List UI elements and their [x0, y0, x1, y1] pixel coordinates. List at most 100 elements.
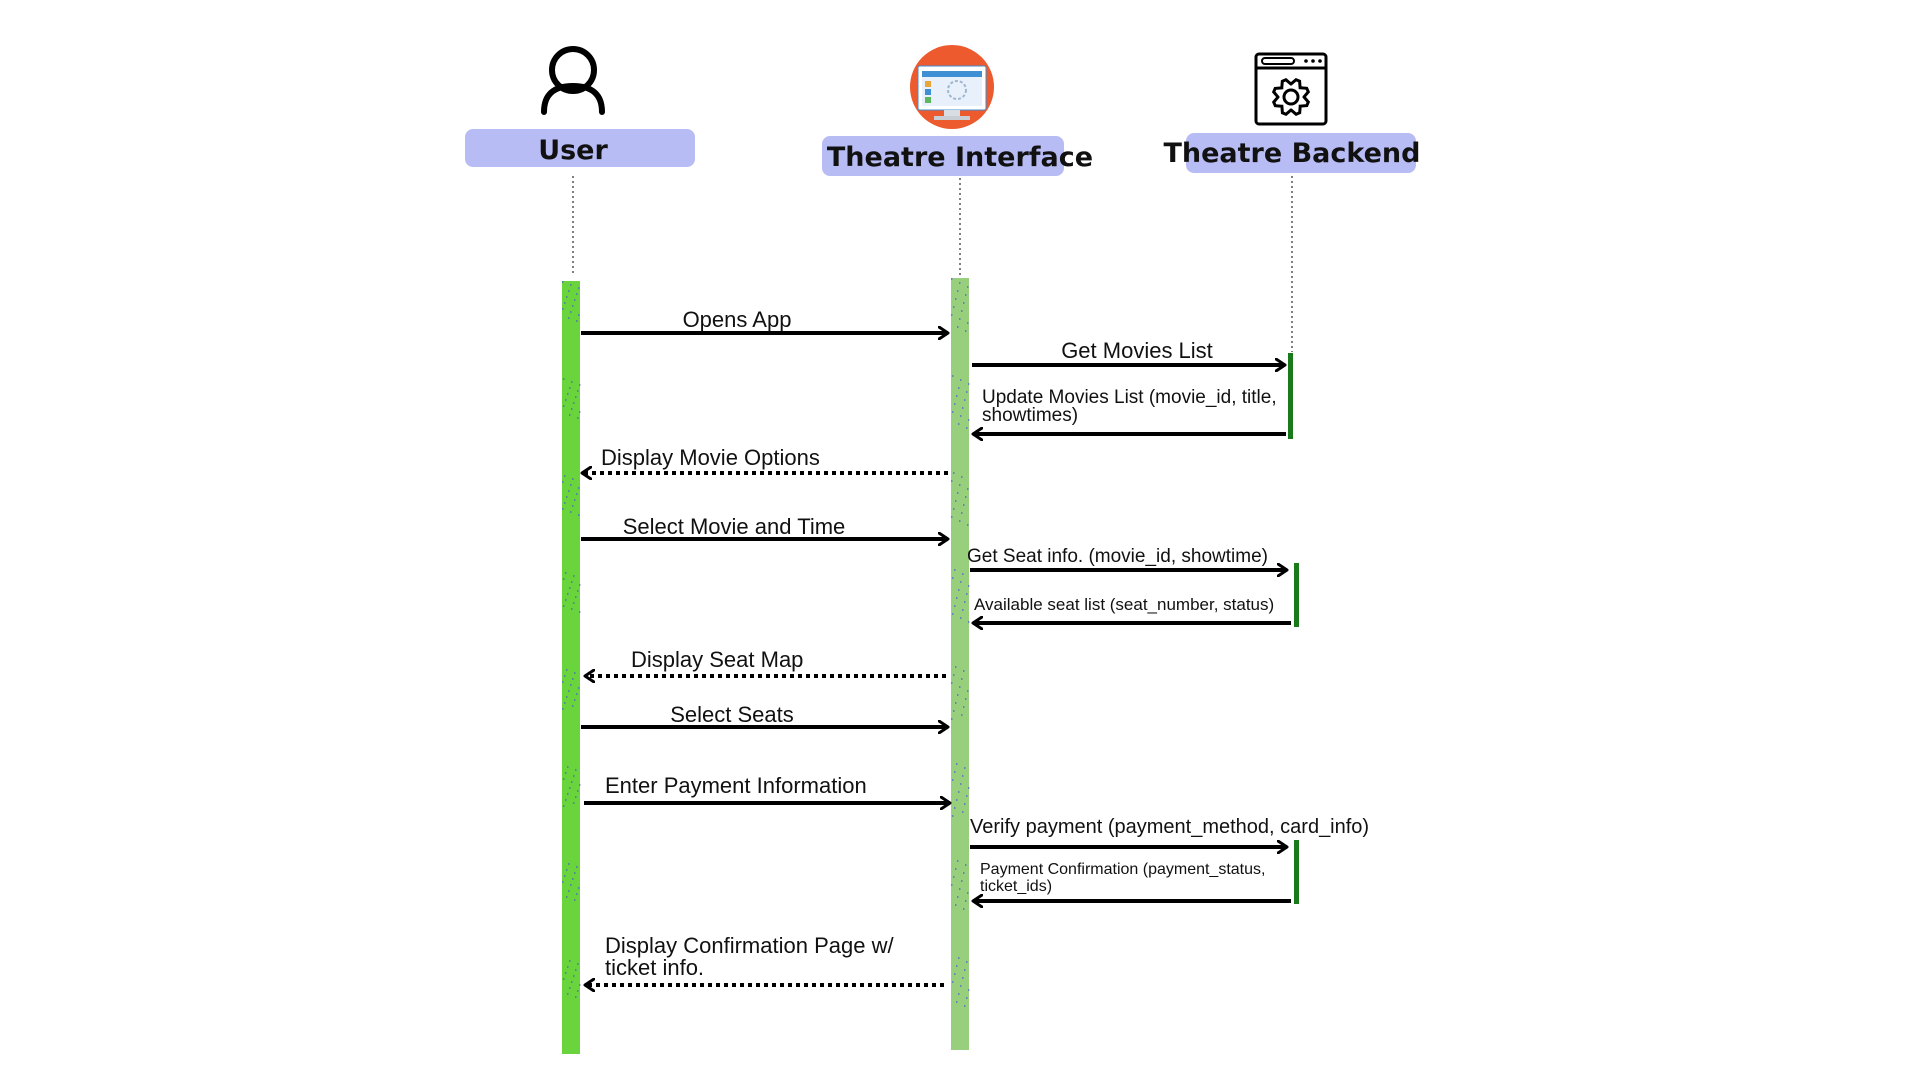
message-label: Get Seat info. (movie_id, showtime)	[967, 546, 1268, 567]
activation-speck	[564, 475, 566, 477]
message-7: Available seat list (seat_number, status…	[973, 595, 1291, 623]
activation-speck	[575, 969, 577, 971]
activation-speck	[568, 290, 570, 292]
message-label-line: Display Movie Options	[601, 445, 820, 470]
activation-speck	[568, 690, 570, 692]
activation-speck	[566, 296, 568, 298]
message-10: Enter Payment Information	[584, 773, 950, 803]
message-label-line: Select Movie and Time	[623, 514, 846, 539]
activation-speck	[953, 472, 955, 474]
server-gear-icon	[1254, 52, 1328, 126]
activation-speck	[968, 383, 970, 385]
activation-speck	[961, 678, 963, 680]
activation-speck	[959, 318, 961, 320]
activation-speck	[563, 405, 565, 407]
activation-speck	[573, 575, 575, 577]
activation-speck	[952, 411, 954, 413]
activation-speck	[959, 686, 961, 688]
activation-speck	[951, 516, 953, 518]
activation-speck	[960, 379, 962, 381]
activation-speck	[565, 399, 567, 401]
activation-speck	[566, 869, 568, 871]
message-label-line: Enter Payment Information	[605, 773, 867, 798]
message-label: Display Confirmation Page w/ticket info.	[605, 933, 894, 980]
actor-user: User	[465, 129, 695, 167]
activation-speck	[962, 573, 964, 575]
activation-speck	[953, 508, 955, 510]
activation-speck	[959, 888, 961, 890]
activation-speck	[562, 881, 564, 883]
activation-speck	[956, 799, 958, 801]
activation-speck	[959, 520, 961, 522]
activation-speck	[956, 763, 958, 765]
message-label: Select Seats	[670, 702, 794, 727]
activation-speck	[578, 514, 580, 516]
activation-speck	[961, 714, 963, 716]
activation-speck	[577, 990, 579, 992]
activation-speck	[575, 596, 577, 598]
message-12: Payment Confirmation (payment_status,tic…	[973, 861, 1291, 901]
activation-speck	[965, 864, 967, 866]
actor-label: Theatre Interface	[827, 142, 1093, 173]
activation-backend-2	[1294, 563, 1299, 627]
activation-speck	[562, 708, 564, 710]
activation-speck	[954, 403, 956, 405]
monitor-app-icon	[910, 45, 994, 129]
message-label: Get Movies List	[1061, 338, 1213, 363]
activation-speck	[568, 890, 570, 892]
activation-speck	[562, 308, 564, 310]
activation-speck	[964, 767, 966, 769]
activation-speck	[578, 887, 580, 889]
activation-speck	[962, 977, 964, 979]
activation-speck	[968, 787, 970, 789]
message-11: Verify payment (payment_method, card_inf…	[970, 816, 1369, 847]
activation-speck	[951, 314, 953, 316]
activation-speck	[966, 593, 968, 595]
activation-speck	[962, 775, 964, 777]
activation-speck	[953, 306, 955, 308]
activation-speck	[567, 966, 569, 968]
activation-speck	[966, 961, 968, 963]
message-label-line: Payment Confirmation (payment_status,	[980, 861, 1265, 878]
activation-speck	[961, 880, 963, 882]
activation-speck	[574, 899, 576, 901]
activation-speck	[575, 796, 577, 798]
message-3: Update Movies List (movie_id, title,show…	[973, 387, 1286, 434]
message-label-line: ticket_ids)	[980, 878, 1052, 895]
activation-speck	[567, 393, 569, 395]
message-label: Verify payment (payment_method, card_inf…	[970, 816, 1369, 838]
activation-speck	[967, 892, 969, 894]
activation-speck	[962, 407, 964, 409]
activation-speck	[573, 975, 575, 977]
actor-label: Theatre Backend	[1163, 138, 1420, 169]
activation-speck	[959, 282, 961, 284]
activation-speck	[562, 481, 564, 483]
activation-speck	[956, 597, 958, 599]
activation-speck	[961, 310, 963, 312]
activation-speck	[562, 681, 564, 683]
activation-speck	[952, 613, 954, 615]
activation-speck	[958, 993, 960, 995]
activation-speck	[963, 670, 965, 672]
activation-speck	[960, 783, 962, 785]
activation-speck	[574, 699, 576, 701]
activation-speck	[951, 480, 953, 482]
activation-speck	[576, 493, 578, 495]
activation-speck	[958, 589, 960, 591]
activation-speck	[958, 791, 960, 793]
activation-speck	[563, 978, 565, 980]
activation-speck	[573, 775, 575, 777]
message-4: Display Movie Options	[582, 445, 948, 473]
message-label-line: Available seat list (seat_number, status…	[974, 595, 1274, 614]
actor-label-pill	[465, 129, 695, 167]
activation-speck	[956, 965, 958, 967]
activation-speck	[564, 875, 566, 877]
activation-speck	[961, 476, 963, 478]
message-label-line: Select Seats	[670, 702, 794, 727]
activation-speck	[964, 601, 966, 603]
activation-speck	[968, 585, 970, 587]
activation-speck	[952, 779, 954, 781]
activation-user	[562, 281, 580, 1054]
activation-speck	[963, 302, 965, 304]
activation-speck	[961, 512, 963, 514]
